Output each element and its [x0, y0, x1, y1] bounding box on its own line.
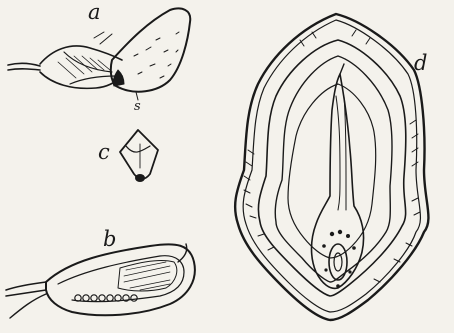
label-a: a: [88, 2, 101, 23]
label-c: c: [98, 142, 110, 163]
figure-c-drawing: [120, 130, 158, 182]
figure-b-drawing: [6, 244, 195, 318]
label-b: b: [103, 229, 116, 250]
label-d: d: [414, 53, 427, 74]
figure-d-drawing: [235, 14, 428, 320]
label-s: s: [134, 100, 141, 113]
